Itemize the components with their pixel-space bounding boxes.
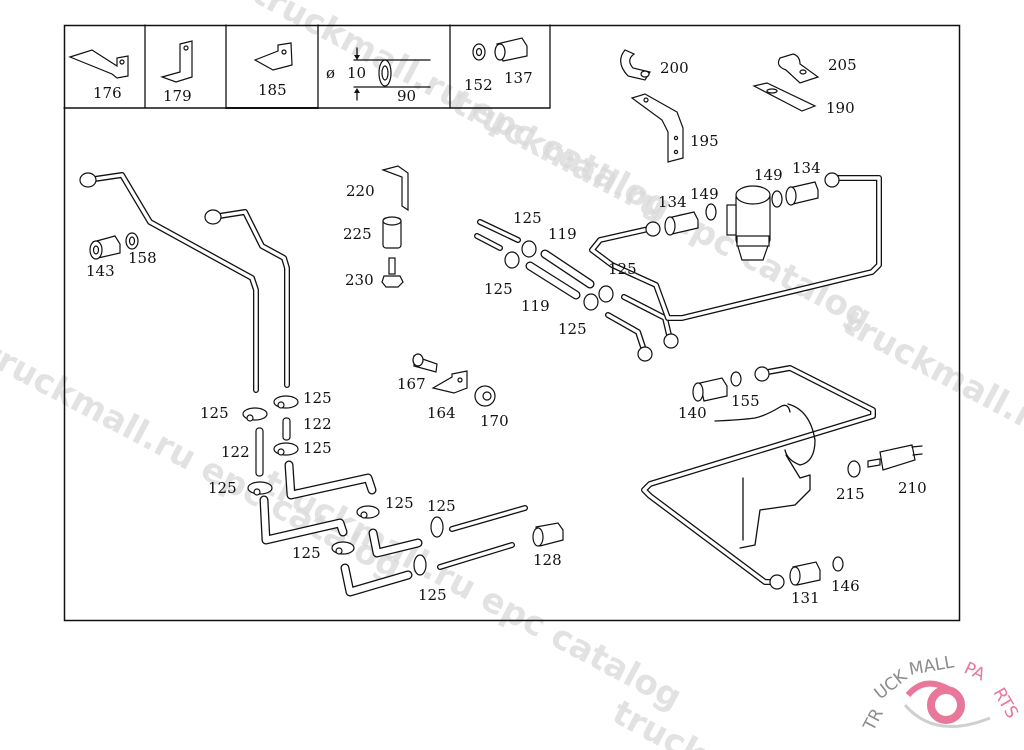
label-131: 131 [791,589,820,607]
label-179: 179 [163,87,192,105]
switch-210-icon: 215 210 [836,444,927,503]
fitting-140-icon: 140 155 [678,371,760,422]
label-125: 125 [513,209,542,227]
label-215: 215 [836,485,865,503]
bolt-230-icon: 230 [345,257,404,289]
label-185: 185 [258,81,287,99]
label-146: 146 [831,577,860,595]
label-143: 143 [86,262,115,280]
label-158: 158 [128,249,157,267]
brake-line-left [79,172,290,393]
bracket-220-icon: 220 [346,165,409,212]
fitting-134-left-icon [664,203,717,236]
label-122: 122 [221,443,250,461]
label-149: 149 [690,185,719,203]
label-155: 155 [731,392,760,410]
label-125: 125 [292,544,321,562]
clip-200-icon: 200 [620,49,689,81]
label-122: 122 [303,415,332,433]
label-119: 119 [521,297,550,315]
diagram-frame [63,24,961,622]
truckmallparts-logo: TR UCK MALL PA RTS [859,652,1022,735]
strap-190-icon: 190 [752,82,855,117]
label-164: 164 [427,404,456,422]
diameter-value: 10 [347,64,366,82]
length-value: 90 [397,87,416,105]
label-134: 134 [658,193,687,211]
label-125: 125 [484,280,513,298]
label-176: 176 [93,84,122,102]
nut-icon [204,209,222,225]
label-225: 225 [343,225,372,243]
label-125: 125 [303,439,332,457]
cylinder-outline-icon [714,403,816,549]
bracket-185-icon: 185 [253,42,293,99]
watermark: truckmall.ru epc catalog [256,463,688,718]
label-125: 125 [385,494,414,512]
logo-text-uck: UCK [871,666,912,704]
bracket-195-icon: 195 [630,93,719,163]
logo-text-truck: TR [859,705,888,735]
label-170: 170 [480,412,509,430]
fitting-128-icon: 128 [532,522,564,569]
label-137: 137 [504,69,533,87]
bracket-176-icon: 176 [68,49,129,102]
logo-text-pa: PA [961,658,989,685]
label-125: 125 [558,320,587,338]
logo-text-rts: RTS [989,685,1022,723]
nut-170-icon: 170 [474,385,509,430]
fitting-131-icon: 131 146 [789,556,860,607]
logo-text-mall: MALL [907,652,956,680]
label-140: 140 [678,404,707,422]
bolt-167-icon: 167 [397,353,438,393]
valve-icon [726,185,771,261]
hose-assembly-left [242,395,528,597]
bracket-164-icon: 164 [427,370,468,422]
bracket-179-icon: 179 [160,40,193,105]
spacer-225-icon: 225 [343,216,402,249]
clip-205-icon: 205 [777,53,857,84]
fitting-143-icon: 143 [86,235,121,280]
label-125: 125 [200,404,229,422]
label-152: 152 [464,76,493,94]
brake-line-right [641,365,876,590]
label-190: 190 [826,99,855,117]
label-210: 210 [898,479,927,497]
watermark: truckmall.ru epc catalog [836,303,1024,558]
logo-swoosh-icon [903,704,991,728]
label-125: 125 [418,586,447,604]
fitting-152-137-icon: 152 137 [464,37,533,94]
label-149: 149 [754,166,783,184]
label-125: 125 [427,497,456,515]
diameter-symbol: ø [326,64,335,82]
label-205: 205 [828,56,857,74]
label-167: 167 [397,375,426,393]
legend-boxes: 176 179 185 ø 10 90 152 [63,24,551,109]
label-128: 128 [533,551,562,569]
fitting-134-right-icon [771,181,819,208]
label-230: 230 [345,271,374,289]
label-200: 200 [660,59,689,77]
label-125: 125 [608,260,637,278]
label-125: 125 [303,389,332,407]
nut-icon [79,172,97,188]
washer-158-icon: 158 [125,232,157,267]
hose-spec-icon: ø 10 90 [326,47,431,105]
label-220: 220 [346,182,375,200]
label-119: 119 [548,225,577,243]
label-134: 134 [792,159,821,177]
label-195: 195 [690,132,719,150]
gear-icon [927,686,965,724]
label-125: 125 [208,479,237,497]
hose-assembly-middle [474,172,882,362]
